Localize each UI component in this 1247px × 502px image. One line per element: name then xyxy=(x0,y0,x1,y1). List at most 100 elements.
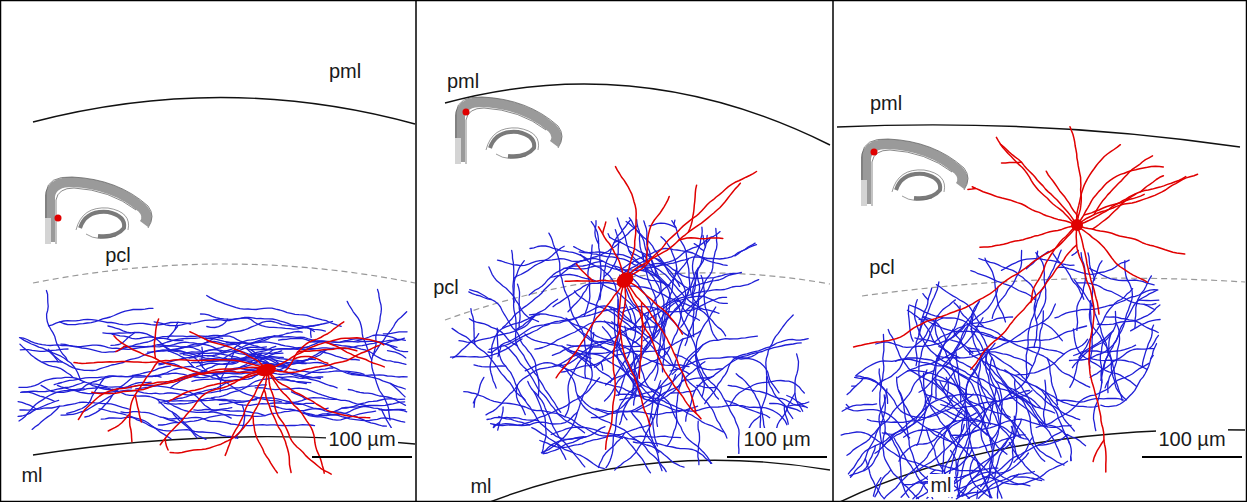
axon xyxy=(157,399,206,439)
axon xyxy=(540,424,651,448)
axon xyxy=(1036,363,1149,427)
layer-label: pml xyxy=(445,70,481,93)
dendrite xyxy=(225,370,268,455)
layer-label: pml xyxy=(868,92,904,115)
axon xyxy=(518,284,521,328)
dendrite xyxy=(639,302,642,378)
dendrite xyxy=(625,280,682,334)
axon xyxy=(459,315,536,342)
axon xyxy=(958,398,995,497)
hippocampus-inset xyxy=(861,139,968,206)
axon xyxy=(19,377,132,388)
axon xyxy=(969,304,1056,352)
soma xyxy=(255,362,277,377)
axon xyxy=(655,258,705,380)
axon xyxy=(591,222,601,300)
axon xyxy=(953,329,1070,444)
dendrite xyxy=(165,439,168,451)
soma xyxy=(1071,219,1083,231)
axon xyxy=(61,377,133,415)
axon xyxy=(949,340,973,354)
axon xyxy=(1036,386,1099,407)
axon xyxy=(487,417,538,420)
dendrite xyxy=(1077,225,1099,314)
axon xyxy=(951,431,1063,492)
axon xyxy=(21,338,81,380)
axon xyxy=(1073,329,1136,387)
axon xyxy=(675,354,723,370)
axon xyxy=(167,327,177,339)
dendrite xyxy=(160,370,268,445)
axon xyxy=(888,330,968,415)
axon xyxy=(390,383,405,397)
axon xyxy=(101,417,171,439)
axon xyxy=(121,412,315,426)
dendrite xyxy=(599,227,626,280)
dendrite xyxy=(625,280,696,413)
dendrite xyxy=(1077,174,1198,225)
layer-label: pcl xyxy=(867,256,897,279)
axon xyxy=(855,377,888,403)
panel-divider xyxy=(832,0,834,502)
axon xyxy=(473,377,484,403)
axon xyxy=(979,472,1035,499)
dendrite xyxy=(556,280,625,378)
axon xyxy=(18,400,59,416)
dendrite xyxy=(679,238,723,240)
axon xyxy=(154,318,314,332)
dendrite xyxy=(130,362,158,442)
axon xyxy=(1077,253,1086,331)
axon xyxy=(735,243,755,256)
location-dot xyxy=(463,109,470,116)
dendrite xyxy=(576,264,593,281)
axon xyxy=(1150,335,1159,348)
axon xyxy=(373,312,407,356)
dendrite xyxy=(74,360,268,370)
dendrite xyxy=(116,346,126,352)
location-dot xyxy=(55,215,62,222)
axon xyxy=(1009,443,1044,480)
axon xyxy=(633,442,711,463)
scale-bar xyxy=(312,456,412,458)
axon xyxy=(685,268,700,345)
dendrite xyxy=(603,222,606,234)
pml-boundary xyxy=(33,97,415,124)
axon xyxy=(192,349,334,382)
dendrite xyxy=(170,370,268,453)
axon xyxy=(18,402,36,410)
neuron-traces xyxy=(18,127,1198,499)
axon xyxy=(913,483,925,498)
axon xyxy=(915,338,1018,458)
axon xyxy=(1089,268,1154,285)
axon xyxy=(49,319,191,326)
layer-label: pcl xyxy=(103,244,133,267)
dendrite xyxy=(1077,145,1121,225)
axon xyxy=(306,324,322,328)
axon xyxy=(574,247,727,268)
layer-label: pcl xyxy=(431,276,461,299)
axon xyxy=(310,329,312,337)
axon xyxy=(201,347,203,367)
dendrite xyxy=(190,332,268,370)
axon xyxy=(615,375,676,471)
dendrite xyxy=(114,336,201,374)
axon xyxy=(452,328,525,400)
dendrite xyxy=(293,356,327,363)
axon xyxy=(498,407,503,430)
axon xyxy=(1074,345,1136,355)
layer-boundaries xyxy=(33,84,1245,502)
axon xyxy=(916,282,939,366)
dendrite xyxy=(625,172,757,281)
axon xyxy=(552,346,640,397)
axon xyxy=(1089,261,1126,400)
axon xyxy=(1044,380,1046,424)
dendrite xyxy=(1077,225,1148,282)
axon xyxy=(785,402,809,406)
axon xyxy=(372,289,390,420)
layer-label: ml xyxy=(468,475,493,498)
dendrite xyxy=(565,280,625,281)
dendrite xyxy=(1077,225,1185,254)
dendrite xyxy=(616,167,637,280)
axon xyxy=(616,394,723,432)
